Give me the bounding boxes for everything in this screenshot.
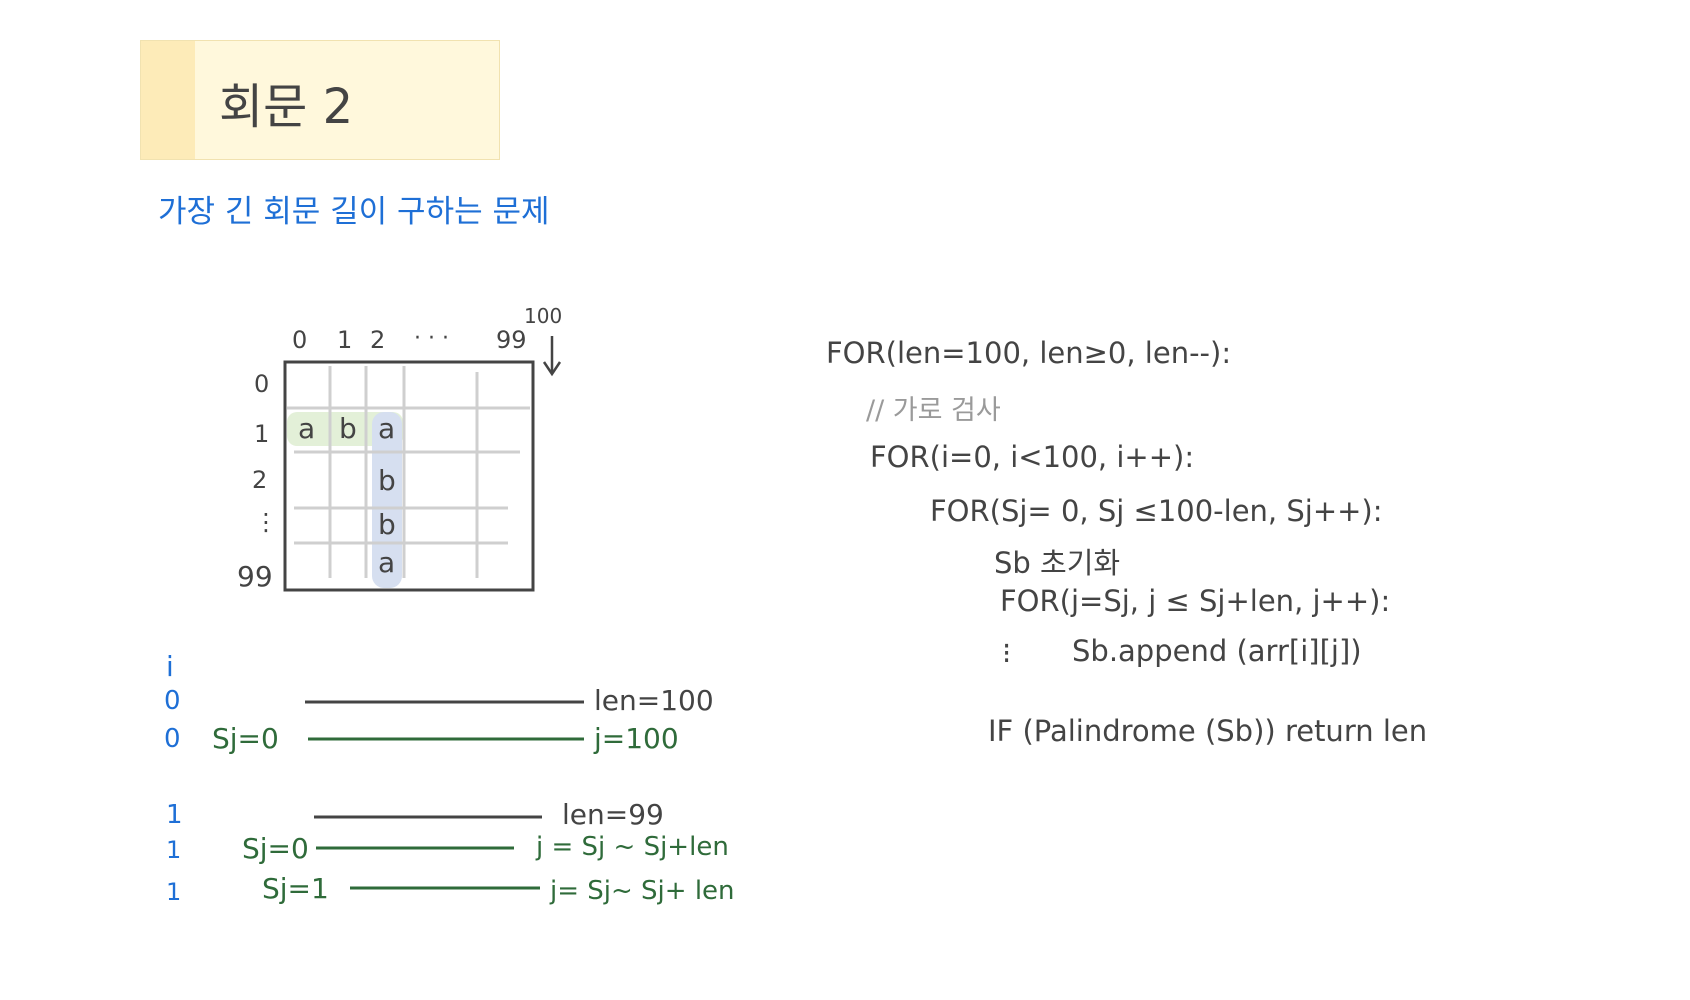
title-accent-strip	[141, 41, 195, 159]
col-label-100: 100	[524, 304, 563, 328]
problem-subtitle: 가장 긴 회문 길이 구하는 문제	[158, 194, 550, 230]
j-label: j=100	[594, 722, 679, 755]
i-header: i	[166, 650, 174, 683]
i-value: 0	[164, 686, 181, 716]
code-continuation-marker: ⁝	[1002, 636, 1012, 670]
row-label-dots: ⋮	[254, 508, 278, 536]
cell-letter: a	[378, 412, 396, 445]
i-value: 0	[164, 724, 181, 754]
sj-label: Sj=0	[242, 832, 309, 865]
cell-letter: a	[378, 546, 396, 579]
len-label: len=99	[562, 798, 664, 831]
grid-lines	[287, 366, 530, 578]
row-label-0: 0	[254, 370, 270, 398]
row-label-2: 2	[252, 466, 268, 494]
cell-letter: b	[339, 412, 357, 445]
sj-label: Sj=0	[212, 722, 279, 755]
row-label-1: 1	[254, 420, 270, 448]
j-label: j = Sj ~ Sj+len	[536, 832, 729, 862]
i-value: 1	[166, 836, 182, 864]
col-label-2: 2	[370, 326, 386, 354]
col-label-1: 1	[337, 326, 353, 354]
cell-letter: a	[298, 412, 316, 445]
j-label: j= Sj~ Sj+ len	[550, 876, 735, 906]
code-line-sj-loop: FOR(Sj= 0, Sj ≤100-len, Sj++):	[930, 494, 1383, 528]
sj-label: Sj=1	[262, 872, 329, 905]
code-line-outer-loop: FOR(len=100, len≥0, len--):	[826, 336, 1232, 370]
code-line-palindrome-check: IF (Palindrome (Sb)) return len	[988, 714, 1428, 748]
i-value: 1	[166, 878, 182, 906]
cell-letter: b	[378, 508, 396, 541]
cell-letter: b	[378, 464, 396, 497]
i-value: 1	[166, 800, 183, 830]
arrow-down-icon	[542, 336, 562, 377]
code-line-sb-init: Sb 초기화	[994, 546, 1121, 580]
title-box: 회문 2	[140, 40, 500, 160]
code-line-i-loop: FOR(i=0, i<100, i++):	[870, 440, 1195, 474]
col-label-0: 0	[292, 326, 308, 354]
row-label-99: 99	[237, 560, 273, 593]
code-line-append: Sb.append (arr[i][j])	[1072, 634, 1362, 668]
page-title: 회문 2	[219, 79, 354, 135]
grid-border	[283, 360, 535, 592]
len-label: len=100	[594, 684, 714, 717]
col-label-ellipsis: · · ·	[414, 326, 449, 351]
code-line-j-loop: FOR(j=Sj, j ≤ Sj+len, j++):	[1000, 584, 1391, 618]
code-comment: // 가로 검사	[866, 395, 1001, 426]
col-label-99: 99	[496, 326, 527, 354]
